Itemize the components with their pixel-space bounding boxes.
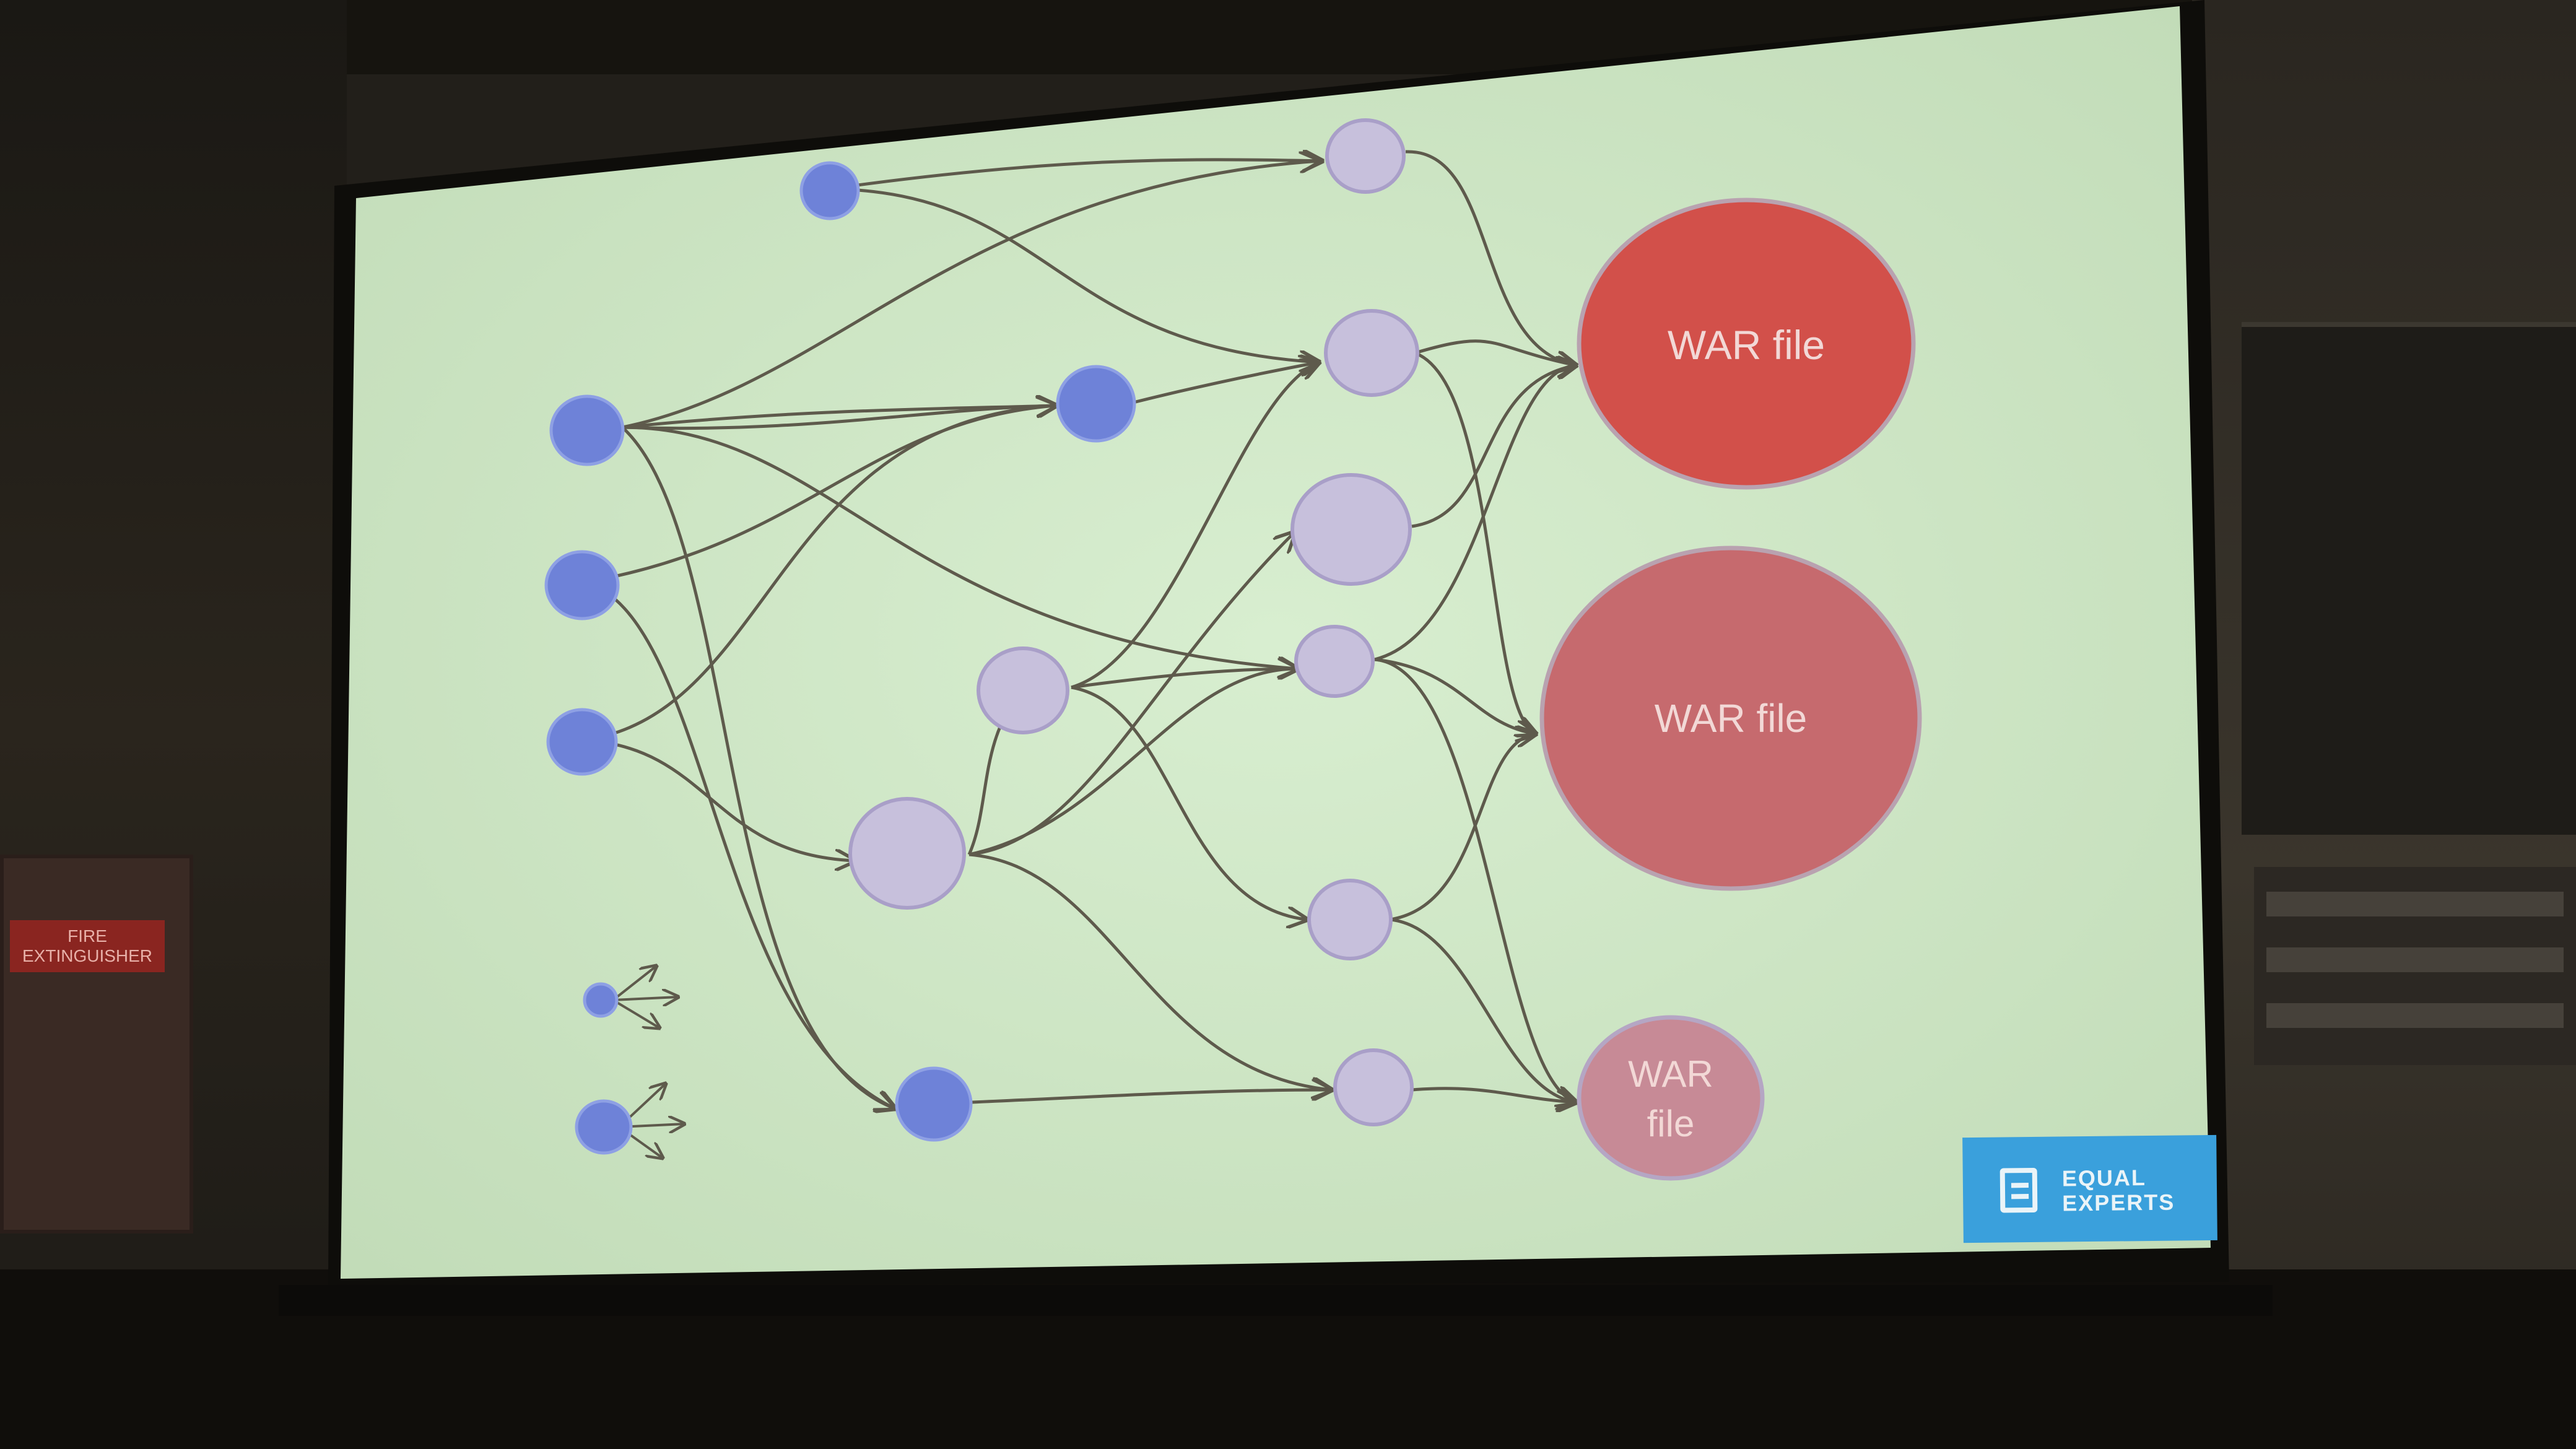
fire-extinguisher-sign: FIRE EXTINGUISHER	[0, 855, 193, 1234]
screen-bottom-bar	[279, 1285, 2273, 1316]
edge	[1374, 658, 1536, 734]
intermediate-node	[1307, 879, 1393, 960]
edge	[585, 738, 855, 861]
edge	[972, 1090, 1331, 1104]
edge	[1374, 658, 1576, 1102]
intermediate-node	[1324, 309, 1419, 397]
edge	[1414, 351, 1536, 734]
war-nodes: WAR file WAR file WAR file	[1539, 198, 1922, 1181]
edge	[968, 853, 1331, 1090]
intermediate-node	[848, 797, 966, 910]
legend-arrow	[612, 997, 678, 1000]
edge	[829, 160, 1322, 191]
edge	[1405, 150, 1576, 365]
war-file-label-1: WAR file	[1668, 322, 1825, 368]
equal-experts-logo-text: EQUAL EXPERTS	[2062, 1165, 2211, 1216]
legend-source-node	[583, 982, 619, 1018]
edge	[1390, 734, 1536, 921]
dependency-edges	[585, 152, 1576, 1108]
legend-arrow	[612, 966, 656, 1001]
edge	[1390, 918, 1576, 1102]
rack-bar	[2266, 892, 2564, 916]
source-node	[546, 708, 618, 776]
war-file-label-3a: WAR	[1628, 1053, 1713, 1095]
edge	[1374, 365, 1576, 661]
source-nodes	[544, 161, 1136, 1155]
rack-bar	[2266, 947, 2564, 972]
edge	[1411, 1087, 1576, 1102]
intermediate-node	[977, 646, 1069, 734]
edge	[1411, 365, 1576, 528]
slide-surface	[341, 6, 2211, 1279]
legend-source-node	[575, 1099, 633, 1155]
source-node	[895, 1066, 973, 1142]
war-file-label-2: WAR file	[1655, 696, 1808, 741]
edge	[622, 425, 1297, 669]
logo-line-2: EXPERTS	[2062, 1189, 2175, 1216]
edge	[622, 406, 1056, 430]
edge	[585, 406, 1056, 742]
equal-experts-logo: EQUAL EXPERTS	[1962, 1134, 2217, 1243]
intermediate-node	[1294, 625, 1375, 698]
equal-experts-logo-icon	[1999, 1167, 2038, 1213]
edge	[829, 187, 1319, 362]
edge	[968, 669, 1297, 856]
edge	[622, 161, 1319, 429]
fire-extinguisher-label: FIRE EXTINGUISHER	[10, 920, 165, 972]
intermediate-nodes	[848, 118, 1419, 1126]
source-node	[1056, 365, 1136, 443]
source-node	[544, 550, 620, 620]
source-node	[549, 394, 625, 466]
war-file-node-3	[1577, 1015, 1765, 1181]
edge	[1071, 362, 1319, 689]
rack-bar	[2266, 1003, 2564, 1028]
edge	[585, 580, 895, 1108]
edge	[1071, 685, 1307, 920]
legend-arrow	[612, 999, 659, 1028]
source-node	[799, 161, 860, 220]
intermediate-node	[1333, 1048, 1414, 1126]
war-file-label-3b: file	[1647, 1103, 1695, 1144]
edge	[1414, 339, 1576, 365]
intermediate-node	[1325, 118, 1406, 194]
equipment-rack	[2254, 867, 2576, 1065]
war-file-node-2	[1539, 546, 1922, 891]
war-file-node-1	[1577, 198, 1916, 490]
intermediate-node	[1290, 473, 1412, 586]
side-monitor	[2242, 322, 2576, 835]
logo-line-1: EQUAL	[2061, 1165, 2147, 1191]
